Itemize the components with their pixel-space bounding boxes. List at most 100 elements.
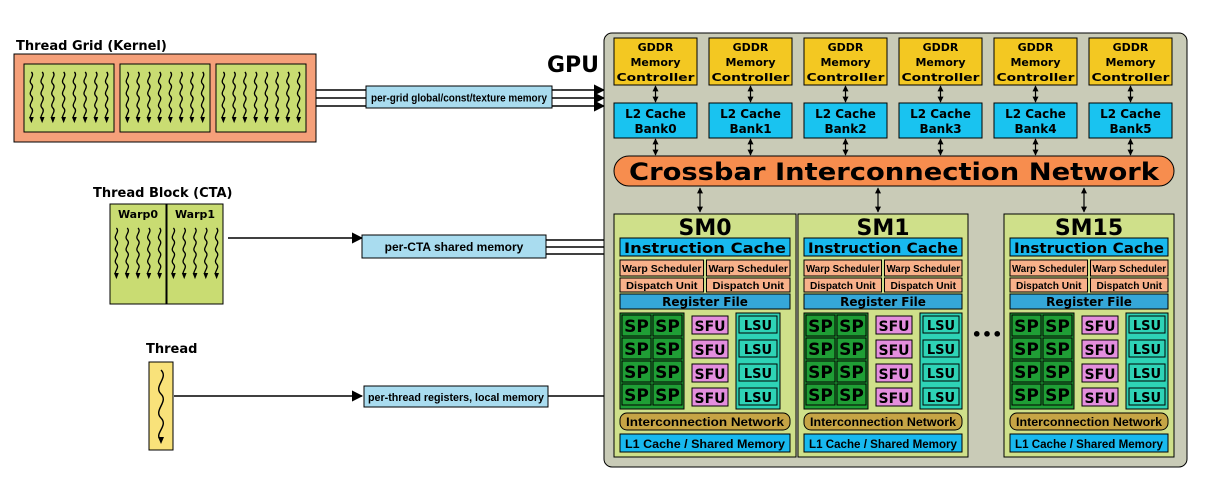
lsu-unit bbox=[922, 363, 960, 382]
lsu-unit bbox=[922, 387, 960, 406]
sm-interconnect bbox=[1009, 412, 1169, 431]
sfu-unit bbox=[875, 363, 913, 383]
sp-label: SP bbox=[655, 363, 680, 383]
grid-memory-label: per-grid global/const/texture memory bbox=[371, 93, 548, 105]
sp-label: SP bbox=[624, 363, 649, 383]
sfu-label: SFU bbox=[1084, 391, 1115, 407]
dispatch-unit bbox=[706, 277, 791, 293]
lsu-unit bbox=[1128, 387, 1166, 406]
lsu-label: LSU bbox=[744, 319, 772, 334]
memory-controllers: GDDRMemoryControllerGDDRMemoryController… bbox=[613, 37, 1173, 103]
register-file-label: Register File bbox=[662, 295, 748, 309]
lsu-label: LSU bbox=[927, 319, 955, 334]
sp-label: SP bbox=[655, 340, 680, 360]
l2-bank-line1: L2 Cache bbox=[1005, 107, 1066, 121]
l2-bank-line2: Bank5 bbox=[1109, 122, 1151, 136]
dispatch-unit bbox=[884, 277, 963, 293]
thread-memory-label: per-thread registers, local memory bbox=[368, 392, 545, 404]
dispatch-unit-label: Dispatch Unit bbox=[713, 281, 785, 292]
sp-unit bbox=[1042, 314, 1073, 337]
register-file bbox=[803, 293, 963, 310]
grid-block-0 bbox=[23, 63, 115, 133]
dispatch-unit-label: Dispatch Unit bbox=[1097, 281, 1163, 292]
l2-bank-line1: L2 Cache bbox=[910, 107, 971, 121]
sp-unit bbox=[836, 314, 867, 337]
thread-wave-arrowhead bbox=[158, 437, 164, 444]
lsu-unit bbox=[922, 315, 960, 334]
grid-block-1 bbox=[119, 63, 211, 133]
sp-unit bbox=[652, 337, 683, 360]
sm-title: SM0 bbox=[678, 216, 731, 241]
instruction-cache-label: Instruction Cache bbox=[624, 241, 786, 257]
l2-bank-line1: L2 Cache bbox=[625, 107, 686, 121]
sfu-label: SFU bbox=[694, 391, 725, 407]
thread-memory-label-box bbox=[363, 385, 549, 408]
sfu-label: SFU bbox=[1084, 343, 1115, 359]
l2-bank-line1: L2 Cache bbox=[720, 107, 781, 121]
dispatch-unit bbox=[1009, 277, 1088, 293]
warp-scheduler bbox=[884, 259, 963, 277]
sm-interconnect-label: Interconnection Network bbox=[1016, 415, 1162, 429]
sp-unit bbox=[1042, 337, 1073, 360]
lsu-label: LSU bbox=[744, 343, 772, 358]
sp-label: SP bbox=[655, 386, 680, 406]
l2-bank-3 bbox=[898, 102, 983, 139]
sp-unit bbox=[836, 383, 867, 406]
sp-label: SP bbox=[1014, 386, 1039, 406]
sfu-label: SFU bbox=[878, 367, 909, 383]
dispatch-unit-label: Dispatch Unit bbox=[891, 281, 957, 292]
memory-controller-2 bbox=[803, 37, 888, 86]
memory-controller-line2: Memory bbox=[915, 56, 965, 69]
warp-scheduler bbox=[1009, 259, 1088, 277]
l2-bank-line2: Bank0 bbox=[634, 122, 676, 136]
sfu-label: SFU bbox=[878, 391, 909, 407]
sp-unit bbox=[805, 314, 836, 337]
sfu-label: SFU bbox=[694, 367, 725, 383]
sp-unit bbox=[621, 314, 652, 337]
memory-controller-line2: Memory bbox=[1010, 56, 1060, 69]
memory-controller-line2: Memory bbox=[630, 56, 680, 69]
sfu-label: SFU bbox=[694, 319, 725, 335]
l1-cache bbox=[619, 433, 791, 453]
grid-blocks bbox=[23, 63, 307, 133]
sfu-unit bbox=[875, 387, 913, 407]
sp-label: SP bbox=[839, 317, 864, 337]
sfu-label: SFU bbox=[1084, 319, 1115, 335]
l2-bank-2 bbox=[803, 102, 888, 139]
memory-controller-line1: GDDR bbox=[638, 41, 674, 54]
lsu-unit bbox=[1128, 315, 1166, 334]
sp-unit bbox=[1011, 337, 1042, 360]
dispatch-unit bbox=[1090, 277, 1169, 293]
warp-scheduler-label: Warp Scheduler bbox=[1093, 264, 1167, 275]
memory-controller-line2: Memory bbox=[1105, 56, 1155, 69]
sp-label: SP bbox=[808, 363, 833, 383]
warp0-label: Warp0 bbox=[118, 208, 158, 221]
sp-label: SP bbox=[808, 386, 833, 406]
sp-label: SP bbox=[624, 386, 649, 406]
sfu-unit bbox=[1081, 339, 1119, 359]
sfu-label: SFU bbox=[878, 319, 909, 335]
memory-controller-5 bbox=[1088, 37, 1173, 86]
sp-unit bbox=[652, 314, 683, 337]
sfu-unit bbox=[875, 315, 913, 335]
dispatch-unit-label: Dispatch Unit bbox=[1016, 281, 1082, 292]
sp-unit bbox=[1011, 314, 1042, 337]
sp-label: SP bbox=[655, 317, 680, 337]
sfu-unit bbox=[691, 387, 729, 407]
grid-block-2 bbox=[215, 63, 307, 133]
memory-controller-3 bbox=[898, 37, 983, 86]
warp-scheduler-label: Warp Scheduler bbox=[622, 264, 702, 275]
dispatch-unit bbox=[619, 277, 704, 293]
sp-unit bbox=[1011, 360, 1042, 383]
warp-scheduler-label: Warp Scheduler bbox=[709, 264, 789, 275]
lsu-unit bbox=[738, 387, 778, 406]
sp-label: SP bbox=[839, 386, 864, 406]
l2-bank-line2: Bank2 bbox=[824, 122, 866, 136]
sp-label: SP bbox=[1045, 340, 1070, 360]
l2-bank-line2: Bank4 bbox=[1014, 122, 1056, 136]
